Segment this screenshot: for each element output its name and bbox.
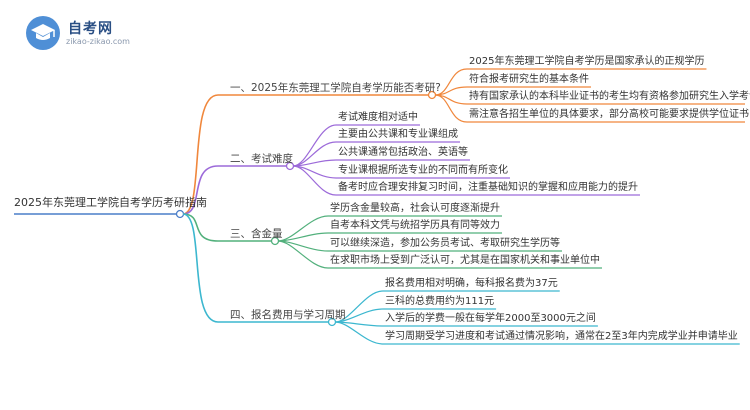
graduation-cap-icon bbox=[26, 16, 60, 50]
branch-node: 一、2025年东莞理工学院自考学历能否考研? bbox=[230, 82, 441, 94]
leaf-node: 学历含金量较高，社会认可度逐渐提升 bbox=[330, 203, 500, 214]
logo-title: 自考网 bbox=[68, 21, 113, 37]
branch-node: 三、含金量 bbox=[230, 228, 283, 240]
leaf-node: 报名费用相对明确，每科报名费为37元 bbox=[385, 278, 558, 289]
branch-connector bbox=[182, 213, 219, 323]
branch-node: 二、考试难度 bbox=[230, 153, 293, 165]
leaf-node: 可以继续深造，参加公务员考试、考取研究生学历等 bbox=[330, 238, 560, 249]
leaf-node: 备考时应合理安排复习时间，注重基础知识的掌握和应用能力的提升 bbox=[338, 182, 638, 193]
branch-connector bbox=[182, 94, 219, 215]
leaf-node: 在求职市场上受到广泛认可，尤其是在国家机关和事业单位中 bbox=[330, 255, 600, 266]
root-connector-dot bbox=[175, 209, 185, 219]
branch-connector bbox=[182, 213, 219, 242]
branch-node: 四、报名费用与学习周期 bbox=[230, 309, 346, 321]
leaf-node: 主要由公共课和专业课组成 bbox=[338, 129, 458, 140]
leaf-node: 公共课通常包括政治、英语等 bbox=[338, 147, 468, 158]
branch-connector bbox=[182, 165, 219, 215]
root-node: 2025年东莞理工学院自考学历考研指南 bbox=[14, 196, 207, 209]
leaf-node: 符合报考研究生的基本条件 bbox=[469, 74, 589, 85]
leaf-node: 学习周期受学习进度和考试通过情况影响，通常在2至3年内完成学业并申请毕业 bbox=[385, 331, 738, 342]
leaf-node: 入学后的学费一般在每学年2000至3000元之间 bbox=[385, 313, 596, 324]
leaf-node: 2025年东莞理工学院自考学历是国家承认的正规学历 bbox=[469, 56, 705, 67]
leaf-connector bbox=[277, 232, 329, 242]
leaf-node: 考试难度相对适中 bbox=[338, 112, 418, 123]
logo-url: zikao-zikao.com bbox=[66, 37, 130, 46]
site-logo[interactable]: 自考网 zikao-zikao.com bbox=[26, 16, 146, 50]
leaf-connector bbox=[292, 165, 337, 196]
leaf-connector bbox=[334, 321, 384, 345]
leaf-node: 三科的总费用约为111元 bbox=[385, 296, 495, 307]
leaf-node: 需注意各招生单位的具体要求，部分高校可能要求提供学位证书 bbox=[469, 109, 749, 120]
leaf-node: 持有国家承认的本科毕业证书的考生均有资格参加研究生入学考试 bbox=[469, 91, 750, 102]
leaf-node: 自考本科文凭与统招学历具有同等效力 bbox=[330, 220, 500, 231]
leaf-connector bbox=[277, 240, 329, 269]
leaf-node: 专业课根据所选专业的不同而有所变化 bbox=[338, 165, 508, 176]
leaf-connector bbox=[434, 94, 468, 123]
